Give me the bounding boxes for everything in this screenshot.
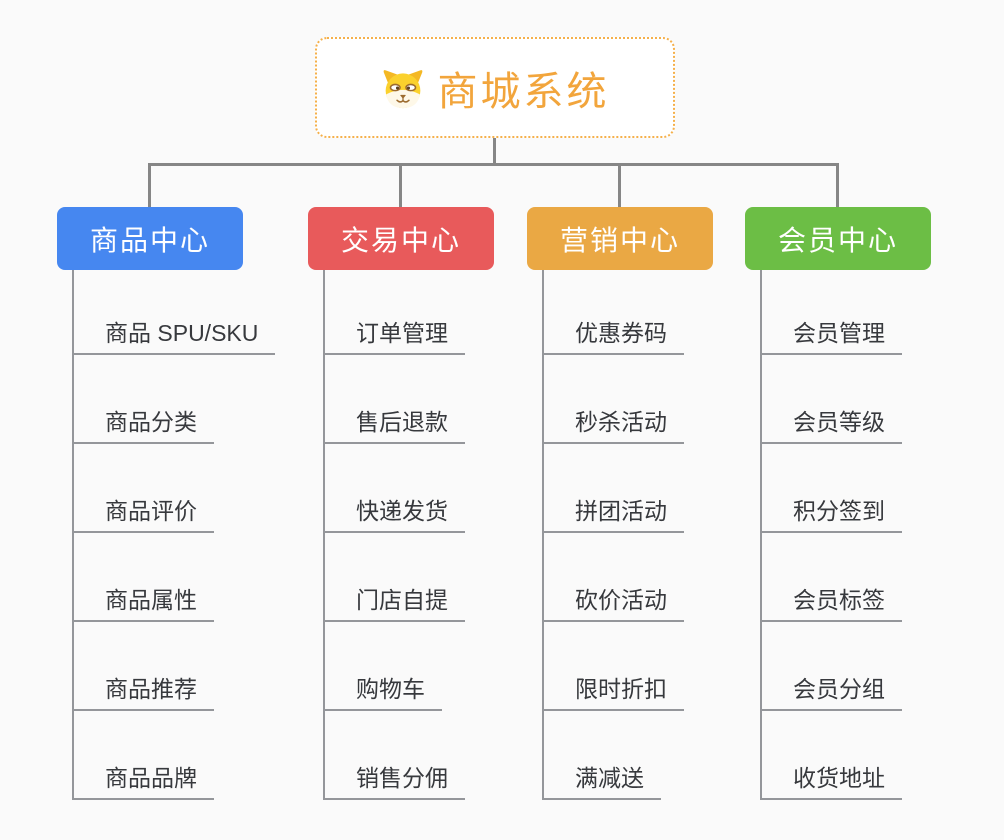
leaf-node: 满减送 <box>542 711 684 800</box>
leaf-node: 会员管理 <box>760 266 902 355</box>
dog-face-icon <box>381 67 425 109</box>
leaf-column-trade: 订单管理 售后退款 快递发货 门店自提 购物车 销售分佣 <box>323 266 465 800</box>
leaf-label[interactable]: 商品分类 <box>72 408 214 444</box>
root-node[interactable]: 商城系统 <box>315 37 675 138</box>
connector-root-stem <box>493 138 496 164</box>
trunk-line-products <box>72 270 74 800</box>
leaf-label[interactable]: 订单管理 <box>323 319 465 355</box>
leaf-label[interactable]: 满减送 <box>542 764 661 800</box>
root-title: 商城系统 <box>437 69 610 114</box>
leaf-label[interactable]: 会员分组 <box>760 675 902 711</box>
connector-drop-marketing <box>618 163 621 210</box>
leaf-node: 快递发货 <box>323 444 465 533</box>
leaf-node: 拼团活动 <box>542 444 684 533</box>
leaf-column-marketing: 优惠券码 秒杀活动 拼团活动 砍价活动 限时折扣 满减送 <box>542 266 684 800</box>
leaf-label[interactable]: 商品 SPU/SKU <box>72 319 276 355</box>
leaf-node: 商品 SPU/SKU <box>72 266 276 355</box>
connector-drop-members <box>836 163 839 210</box>
trunk-line-marketing <box>542 270 544 800</box>
branch-box-members[interactable]: 会员中心 <box>745 207 931 270</box>
leaf-label[interactable]: 限时折扣 <box>542 675 684 711</box>
leaf-label[interactable]: 优惠券码 <box>542 319 684 355</box>
leaf-label[interactable]: 会员等级 <box>760 408 902 444</box>
leaf-node: 购物车 <box>323 622 465 711</box>
leaf-node: 限时折扣 <box>542 622 684 711</box>
branch-box-products[interactable]: 商品中心 <box>57 207 243 270</box>
leaf-node: 订单管理 <box>323 266 465 355</box>
leaf-label[interactable]: 商品属性 <box>72 586 214 622</box>
branch-box-trade[interactable]: 交易中心 <box>308 207 494 270</box>
connector-drop-trade <box>399 163 402 210</box>
branch-box-marketing[interactable]: 营销中心 <box>527 207 713 270</box>
leaf-node: 会员分组 <box>760 622 902 711</box>
leaf-node: 售后退款 <box>323 355 465 444</box>
leaf-label[interactable]: 拼团活动 <box>542 497 684 533</box>
leaf-node: 优惠券码 <box>542 266 684 355</box>
leaf-label[interactable]: 会员标签 <box>760 586 902 622</box>
leaf-label[interactable]: 商品评价 <box>72 497 214 533</box>
leaf-node: 砍价活动 <box>542 533 684 622</box>
leaf-node: 商品属性 <box>72 533 275 622</box>
trunk-line-trade <box>323 270 325 800</box>
leaf-node: 商品评价 <box>72 444 275 533</box>
connector-horizontal-bar <box>149 163 839 166</box>
leaf-node: 积分签到 <box>760 444 902 533</box>
leaf-label[interactable]: 购物车 <box>323 675 442 711</box>
leaf-label[interactable]: 商品品牌 <box>72 764 214 800</box>
leaf-node: 门店自提 <box>323 533 465 622</box>
leaf-node: 商品品牌 <box>72 711 275 800</box>
leaf-label[interactable]: 积分签到 <box>760 497 902 533</box>
leaf-label[interactable]: 会员管理 <box>760 319 902 355</box>
leaf-label[interactable]: 销售分佣 <box>323 764 465 800</box>
trunk-line-members <box>760 270 762 800</box>
leaf-label[interactable]: 快递发货 <box>323 497 465 533</box>
leaf-label[interactable]: 售后退款 <box>323 408 465 444</box>
connector-drop-products <box>148 163 151 210</box>
leaf-label[interactable]: 砍价活动 <box>542 586 684 622</box>
leaf-label[interactable]: 门店自提 <box>323 586 465 622</box>
leaf-label[interactable]: 秒杀活动 <box>542 408 684 444</box>
leaf-node: 会员等级 <box>760 355 902 444</box>
leaf-node: 销售分佣 <box>323 711 465 800</box>
leaf-label[interactable]: 商品推荐 <box>72 675 214 711</box>
leaf-node: 秒杀活动 <box>542 355 684 444</box>
leaf-node: 商品推荐 <box>72 622 275 711</box>
leaf-node: 会员标签 <box>760 533 902 622</box>
leaf-column-members: 会员管理 会员等级 积分签到 会员标签 会员分组 收货地址 <box>760 266 902 800</box>
leaf-node: 收货地址 <box>760 711 902 800</box>
leaf-column-products: 商品 SPU/SKU 商品分类 商品评价 商品属性 商品推荐 商品品牌 <box>72 266 276 800</box>
leaf-label[interactable]: 收货地址 <box>760 764 902 800</box>
leaf-node: 商品分类 <box>72 355 275 444</box>
